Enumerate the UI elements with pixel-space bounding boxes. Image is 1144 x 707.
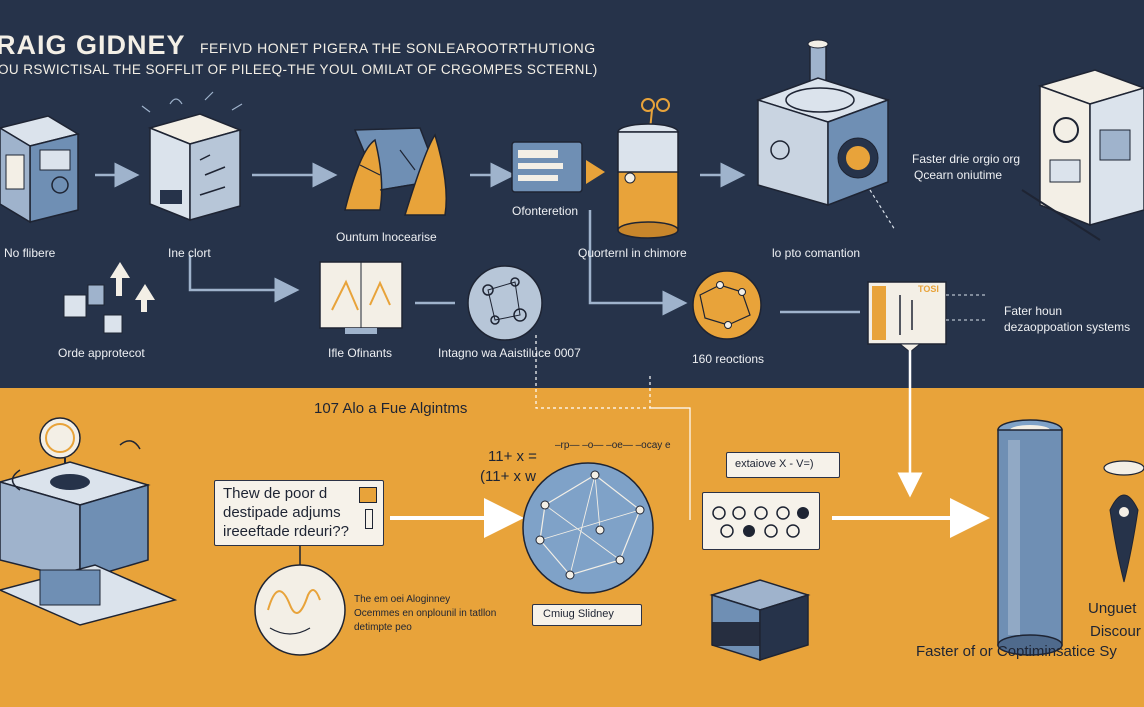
- label-ifle-ofinants: Ifle Ofinants: [328, 346, 393, 360]
- explore-label: extaiove X - V=): [735, 458, 814, 470]
- title-main: RAIG GIDNEY: [0, 30, 186, 60]
- label-faster-drie-line1: Faster drie orgio org: [912, 152, 1021, 166]
- label-faster-drie-line2: Qcearn oniutime: [914, 168, 1003, 182]
- pin-probe-icon: [1103, 460, 1144, 583]
- label-discour: Discour: [1090, 623, 1141, 640]
- title-subtitle-2: OU RSWICTISAL THE SOFFLIT OF PILEEQ-THE …: [0, 62, 598, 77]
- label-no-flibere: No flibere: [4, 246, 56, 260]
- label-intagno: Intagno wa Aaistiluce 0007: [438, 346, 581, 360]
- label-unguet: Unguet: [1088, 600, 1137, 617]
- label-ine-clort: Ine clort: [168, 246, 211, 260]
- close-icon: [359, 487, 377, 503]
- formula-line-1: 11+ x =: [488, 448, 537, 465]
- tall-cylinder-icon: [997, 419, 1063, 656]
- circle-caption-1: The em oei Aloginney: [354, 594, 451, 605]
- label-ofonteretion: Ofonteretion: [512, 204, 579, 218]
- decomposition-panel-icon: [867, 281, 988, 353]
- formula-line-2: (11+ x w: [480, 468, 536, 485]
- network-label-box: Cmiug Slidney: [532, 604, 642, 626]
- label-algorithms: 107 Alo a Fue Algintms: [314, 400, 468, 417]
- network-graph-icon: [522, 462, 654, 594]
- network-label: Cmiug Slidney: [543, 608, 614, 620]
- question-line-1: Thew de poor d: [223, 485, 328, 502]
- question-line-3: ireeeftade rdeuri??: [223, 523, 349, 540]
- circle-caption-2: Ocemmes en onplounil in tatllon: [354, 608, 497, 619]
- formula-dashes: –rp— –o— –oe— –ocay e: [555, 440, 671, 451]
- orange-sphere-icon: [692, 270, 762, 340]
- dark-cube-icon: [709, 579, 811, 662]
- question-line-2: destipade adjums: [223, 504, 341, 521]
- blocks-lamps-icon: [63, 262, 155, 334]
- label-lo-pto-comantion: lo pto comantion: [772, 246, 861, 260]
- quantum-processor-machine-icon: [755, 39, 896, 231]
- quantum-superposition-icon: [344, 127, 447, 216]
- bar-icon: [365, 509, 373, 529]
- label-orde-approtecot: Orde approtecot: [58, 346, 145, 360]
- book-diagram-icon: [319, 261, 403, 334]
- quantum-box-icon: [0, 115, 80, 224]
- label-fater-houn: Fater houn: [1004, 304, 1063, 318]
- label-quorternl: Quorternl in chimore: [578, 246, 687, 260]
- label-faster-optimisation: Faster of or Coptiminsatice Sy: [916, 643, 1117, 660]
- label-160-reoctions: 160 reoctions: [692, 352, 765, 366]
- symbols-box: [702, 492, 820, 550]
- circle-caption-3: detimpte peo: [354, 622, 412, 633]
- error-correction-circle-icon: [254, 564, 346, 656]
- label-quantum-superposition: Ountum lnocearise: [336, 230, 437, 244]
- decomposition-tag: TOSI: [918, 284, 939, 294]
- title-subtitle-1: FEFIVD HONET PIGERA THE SONLEAROOTRTHUTI…: [200, 40, 596, 56]
- label-dezaoppoation: dezaoppoation systems: [1004, 320, 1131, 334]
- molecule-sphere-icon: [467, 265, 543, 341]
- question-box: Thew de poor d destipade adjums ireeefta…: [214, 480, 384, 546]
- quantum-chamber-icon: [617, 98, 679, 239]
- control-panel-icon: [511, 141, 605, 193]
- quantum-device-icon: [0, 417, 178, 626]
- quantum-computer-unit-icon: [1021, 69, 1144, 241]
- circuit-chip-icon: [141, 91, 243, 222]
- explore-box: extaiove X - V=): [726, 452, 840, 478]
- qubit-symbols-icon: [712, 506, 809, 538]
